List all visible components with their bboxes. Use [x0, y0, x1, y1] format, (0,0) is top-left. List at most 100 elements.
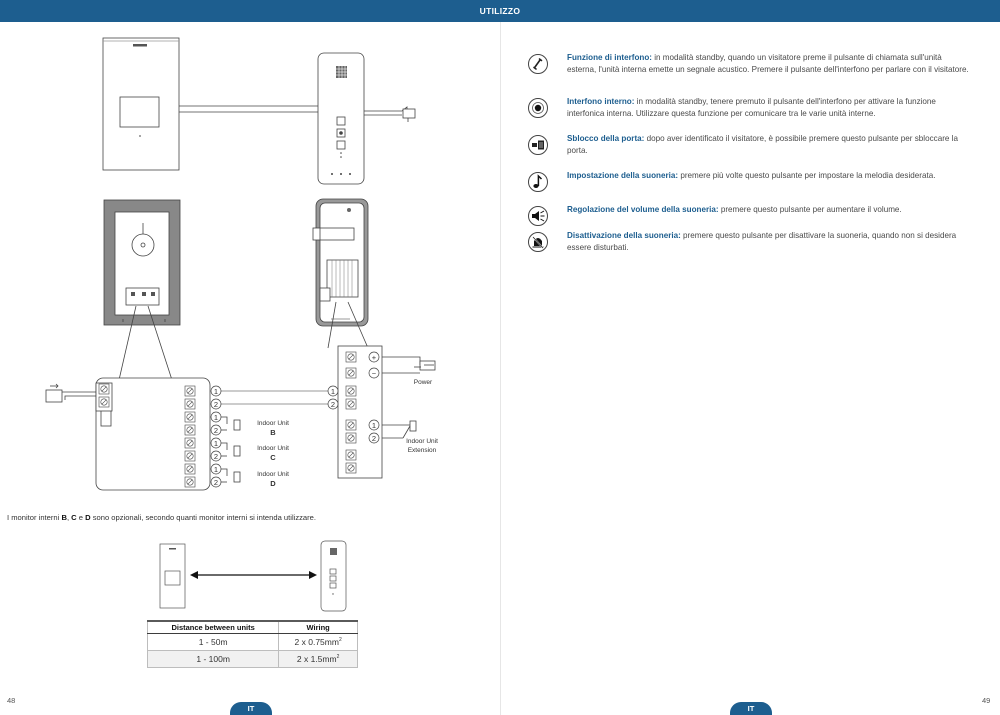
note-suffix: sono opzionali, secondo quanti monitor i…: [90, 513, 317, 522]
function-description: dopo aver identificato il visitatore, è …: [567, 134, 958, 156]
indoor-unit-d-letter: D: [270, 479, 276, 488]
function-title: Sblocco della porta:: [567, 134, 645, 143]
note-unit-b: B: [61, 513, 67, 522]
wiring-unit-exponent: 2: [336, 653, 340, 660]
screw-slot: [348, 388, 354, 394]
terminal-l1: 1: [214, 387, 218, 396]
distance-wiring-table: Distance between units Wiring 1 - 50m 2 …: [146, 620, 358, 668]
wiring-diagram: 1 2 1 2 1 2 1 2 1 2 + − 1 2 Power Indoor…: [45, 37, 438, 491]
function-title: Impostazione della suoneria:: [567, 171, 679, 180]
optional-units-note: I monitor interni B, C e D sono opzional…: [7, 513, 487, 523]
note-comma: ,: [66, 513, 72, 522]
terminal-c1: 1: [214, 439, 218, 448]
page-divider: [499, 22, 501, 715]
table-row: 1 - 50m 2 x 0.75mm2: [146, 632, 358, 651]
function-title: Interfono interno:: [567, 97, 635, 106]
wiring-value: 2 x 1.5mm: [296, 653, 337, 664]
indoor-unit-b-label: Indoor Unit: [257, 420, 289, 427]
note-unit-c: C: [71, 513, 77, 522]
terminal-o2: 2: [331, 400, 335, 409]
function-description: premere questo pulsante per disattivare …: [567, 231, 957, 253]
screw-slot: [348, 465, 354, 471]
page-header: UTILIZZO: [0, 0, 1000, 22]
note-unit-d: D: [85, 513, 91, 522]
note-prefix: I monitor interni: [7, 513, 62, 522]
screw-slot: [101, 386, 107, 392]
function-description: in modalità standby, tenere premuto il p…: [567, 97, 936, 119]
terminal-e2: 2: [372, 434, 376, 443]
screw-slot: [187, 466, 193, 472]
indoor-monitor-front: [102, 37, 180, 171]
function-description: premere questo pulsante per aumentare il…: [718, 205, 902, 214]
terminal-b2: 2: [214, 426, 218, 435]
indoor-monitor-back: [103, 199, 181, 326]
distance-figure: [159, 540, 347, 612]
screw-slot: [187, 479, 193, 485]
screw-slot: [348, 435, 354, 441]
terminal-c2: 2: [214, 452, 218, 461]
extension-label-line1: Indoor Unit: [406, 438, 438, 445]
list-item: Regolazione del volume della suoneria: p…: [527, 204, 972, 230]
terminal-minus: −: [372, 369, 377, 378]
function-title: Disattivazione della suoneria:: [567, 231, 681, 240]
wiring-unit-exponent: 2: [338, 636, 342, 643]
wiring-value: 2 x 0.75mm: [294, 636, 339, 647]
door-unlock-icon: [528, 135, 548, 155]
function-title: Funzione di interfono:: [567, 53, 652, 62]
screw-slot: [187, 401, 193, 407]
indoor-unit-b-letter: B: [270, 428, 276, 437]
intercom-handset-icon: [528, 54, 548, 74]
list-item: Impostazione della suoneria: premere più…: [527, 170, 972, 204]
mute-ringtone-icon: [528, 232, 548, 252]
internal-intercom-icon: [528, 98, 548, 118]
page-number-left: 48: [7, 696, 16, 705]
screw-slot: [187, 388, 193, 394]
ringtone-volume-icon: [528, 206, 548, 226]
distance-cell: 1 - 50m: [146, 632, 280, 651]
screw-slot: [187, 440, 193, 446]
indoor-unit-d-label: Indoor Unit: [257, 471, 289, 478]
terminal-b1: 1: [214, 413, 218, 422]
list-item: Sblocco della porta: dopo aver identific…: [527, 133, 972, 170]
screw-slot: [348, 401, 354, 407]
function-title: Regolazione del volume della suoneria:: [567, 205, 719, 214]
list-item: Funzione di interfono: in modalità stand…: [527, 52, 972, 96]
language-tab-right: IT: [730, 702, 772, 715]
wiring-cell: 2 x 0.75mm2: [278, 632, 358, 651]
terminal-o1: 1: [331, 387, 335, 396]
table-row: 1 - 100m 2 x 1.5mm2: [146, 649, 358, 668]
wiring-header: Wiring: [278, 620, 358, 634]
table-header-row: Distance between units Wiring: [146, 620, 358, 634]
screw-slot: [348, 452, 354, 458]
language-tab-left: IT: [230, 702, 272, 715]
terminal-plus: +: [372, 353, 377, 362]
function-list: Funzione di interfono: in modalità stand…: [527, 52, 972, 264]
screw-slot: [187, 427, 193, 433]
screw-slot: [348, 422, 354, 428]
note-and: e: [76, 513, 86, 522]
wiring-cell: 2 x 1.5mm2: [278, 649, 358, 668]
list-item: Interfono interno: in modalità standby, …: [527, 96, 972, 133]
screw-slot: [348, 370, 354, 376]
indoor-unit-c-label: Indoor Unit: [257, 445, 289, 452]
page-number-right: 49: [982, 696, 991, 705]
outdoor-station-front: [317, 52, 416, 185]
terminal-d1: 1: [214, 465, 218, 474]
monitor-output-screws: [184, 385, 196, 488]
indoor-unit-c-letter: C: [270, 453, 276, 462]
screw-slot: [187, 453, 193, 459]
list-item: Disattivazione della suoneria: premere q…: [527, 230, 972, 264]
terminal-l2: 2: [214, 400, 218, 409]
terminal-d2: 2: [214, 478, 218, 487]
function-description: in modalità standby, quando un visitator…: [567, 53, 969, 75]
distance-cell: 1 - 100m: [146, 649, 280, 668]
mini-outdoor-station: [320, 540, 347, 612]
power-label: Power: [414, 379, 433, 386]
distance-header: Distance between units: [146, 620, 280, 634]
ringtone-note-icon: [528, 172, 548, 192]
terminal-e1: 1: [372, 421, 376, 430]
screw-slot: [348, 354, 354, 360]
outdoor-screws: [345, 351, 357, 474]
screw-slot: [101, 399, 107, 405]
section-title: UTILIZZO: [479, 6, 521, 16]
